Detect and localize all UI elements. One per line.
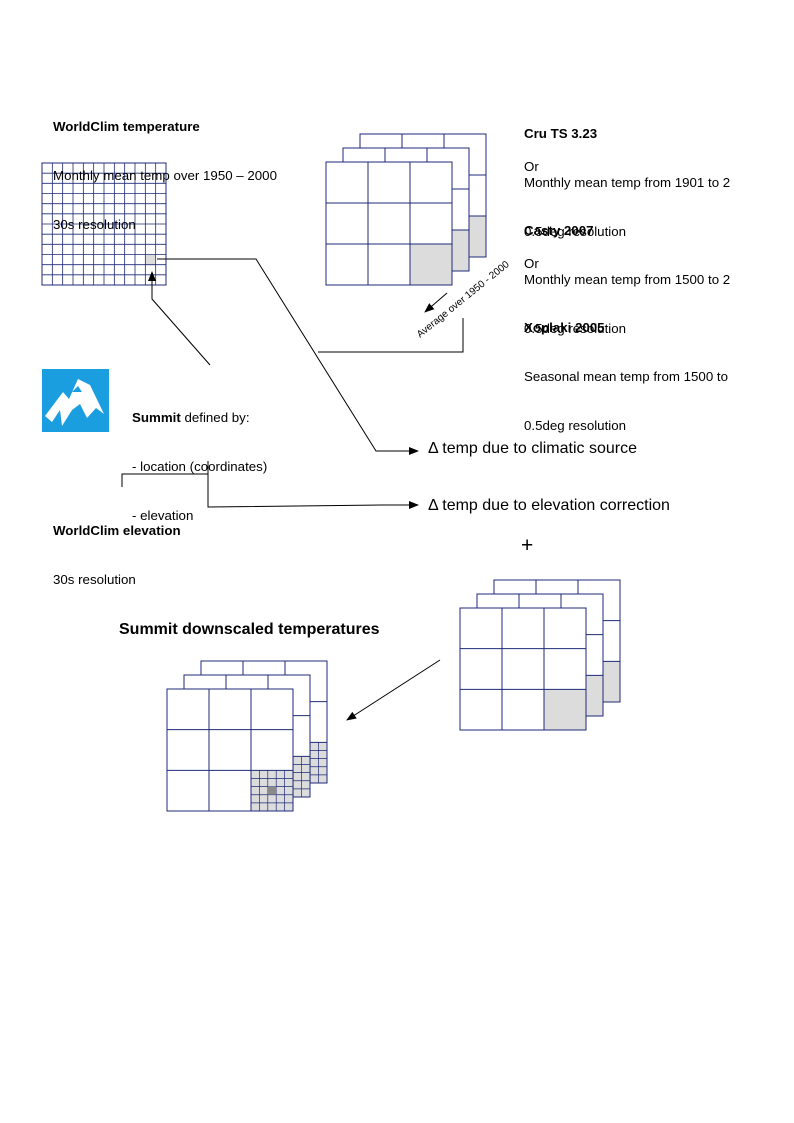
mountain-logo-icon bbox=[42, 369, 109, 432]
source-casty-resolution: 0.5deg resolution bbox=[524, 320, 627, 336]
downscaled-title: Summit downscaled temperatures bbox=[119, 621, 380, 638]
downscaled-grid-stack bbox=[166, 660, 328, 812]
source-cru-title: Cru TS 3.23 bbox=[524, 126, 598, 142]
worldclim-temperature-grid bbox=[41, 162, 167, 286]
stack-layer bbox=[166, 688, 294, 812]
source-or-1: Or bbox=[524, 159, 539, 174]
connector-summit-to-grid bbox=[148, 271, 211, 366]
delta-elevation-label: Δ temp due to elevation correction bbox=[428, 497, 670, 514]
stack-layer-border bbox=[325, 161, 453, 286]
source-cru-description: Monthly mean temp from 1901 to 2 bbox=[524, 175, 731, 191]
source-cru-resolution: 0.5deg resolution bbox=[524, 223, 627, 239]
worldclim-temperature-description: Monthly mean temp over 1950 – 2000 bbox=[53, 168, 277, 184]
worldclim-temperature-block: WorldClim temperature Monthly mean temp … bbox=[53, 87, 277, 265]
worldclim-elevation-title: WorldClim elevation bbox=[53, 523, 181, 539]
source-or-2: Or bbox=[524, 256, 539, 271]
connector-elevation-to-delta bbox=[207, 461, 386, 508]
stack-layer bbox=[325, 161, 453, 286]
connector-climatic-stack-return bbox=[318, 318, 464, 353]
summit-word: Summit bbox=[132, 410, 181, 426]
arrow-to-downscaled-stack bbox=[346, 659, 441, 721]
source-cru-block: Cru TS 3.23 Monthly mean temp from 1901 … bbox=[524, 94, 730, 272]
stack-highlight-cell bbox=[410, 244, 452, 285]
summit-item-location: - location (coordinates) bbox=[132, 459, 268, 475]
source-xoplaki-block: Xoplaki 2005 Seasonal mean temp from 150… bbox=[524, 288, 728, 466]
fine-subgrid-dark-cell bbox=[267, 786, 277, 795]
plus-sign: + bbox=[521, 534, 534, 557]
worldclim-elevation-block: WorldClim elevation 30s resolution bbox=[53, 491, 181, 621]
stack-layer-border bbox=[166, 688, 294, 812]
source-xoplaki-resolution: 0.5deg resolution bbox=[524, 417, 627, 433]
source-xoplaki-description: Seasonal mean temp from 1500 to bbox=[524, 369, 729, 385]
worldclim-elevation-resolution: 30s resolution bbox=[53, 572, 136, 588]
worldclim-temperature-title: WorldClim temperature bbox=[53, 119, 200, 135]
summit-defined-by: defined by: bbox=[180, 410, 250, 426]
source-xoplaki-title: Xoplaki 2005 bbox=[524, 320, 605, 336]
delta-climatic-label: Δ temp due to climatic source bbox=[428, 440, 637, 457]
connector-lines bbox=[121, 258, 464, 721]
arrow-average-over-period bbox=[424, 292, 448, 313]
source-casty-title: Casty 2007 bbox=[524, 223, 594, 239]
elevation-correction-grid-stack bbox=[459, 579, 621, 731]
source-casty-description: Monthly mean temp from 1500 to 2 bbox=[524, 272, 731, 288]
stack-layer bbox=[459, 607, 587, 731]
summit-item-elevation: - elevation bbox=[132, 507, 194, 523]
summit-definition-heading: Summit defined by: bbox=[132, 410, 267, 426]
summit-definition-block: Summit defined by: - location (coordinat… bbox=[132, 378, 267, 556]
source-casty-block: Casty 2007 Monthly mean temp from 1500 t… bbox=[524, 191, 730, 369]
stack-highlight-cell bbox=[544, 689, 586, 730]
fine-grid-highlight-cell bbox=[145, 255, 156, 266]
stack-layer-border bbox=[459, 607, 587, 731]
climate-source-grid-stack bbox=[325, 133, 487, 286]
worldclim-temperature-resolution: 30s resolution bbox=[53, 216, 136, 232]
connector-grid-to-climatic-delta bbox=[157, 258, 385, 452]
connector-elevation-bracket bbox=[121, 473, 208, 487]
